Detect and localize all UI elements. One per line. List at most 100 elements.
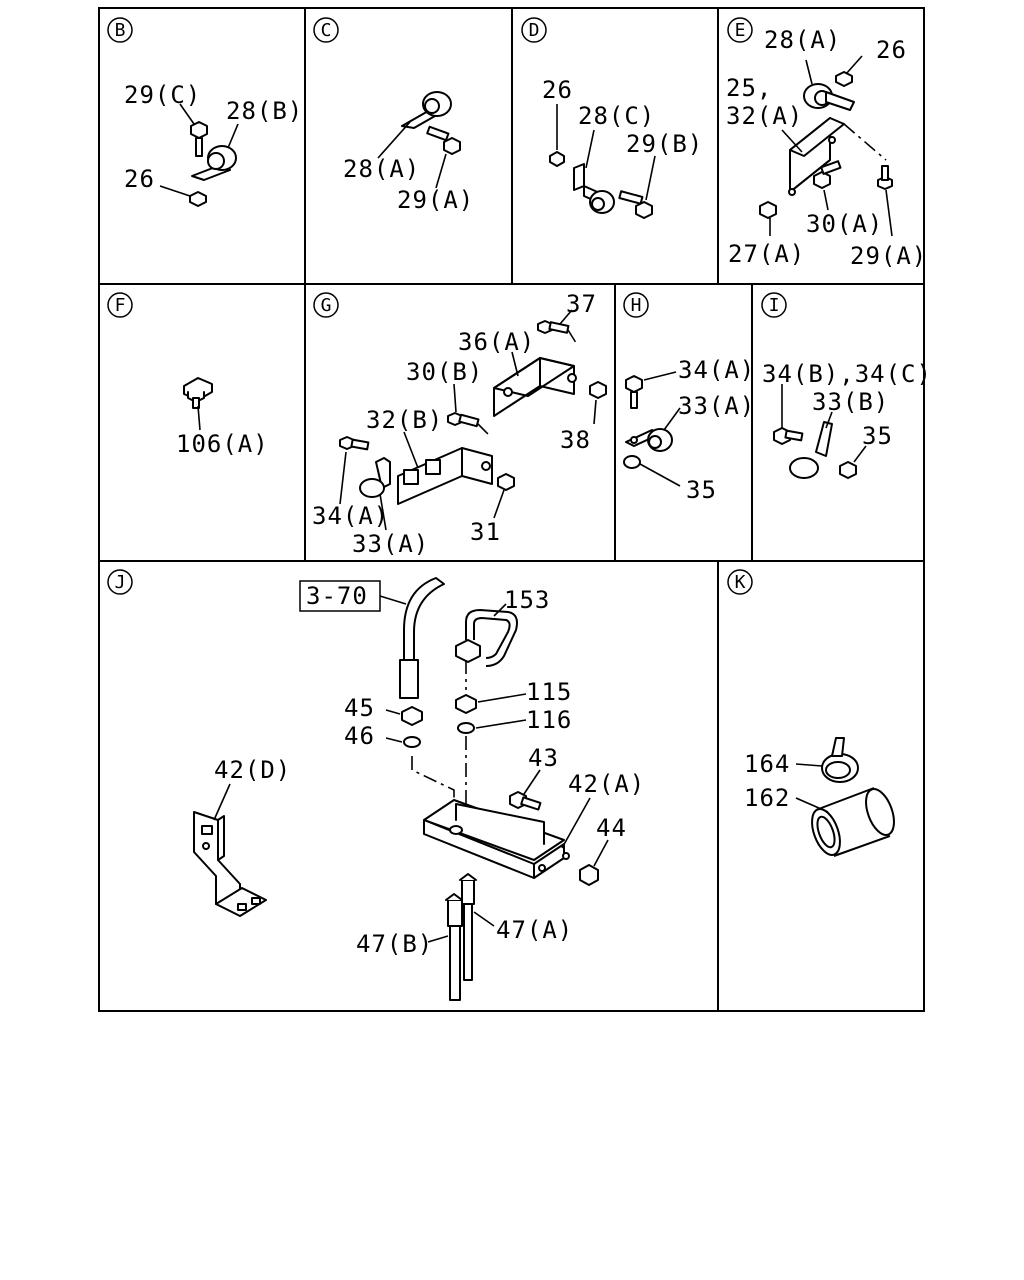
nut bbox=[579, 864, 599, 886]
panel-j: J 3-70 153 115 116 45 46 bbox=[107, 569, 645, 1001]
part-label: 35 bbox=[686, 476, 717, 504]
washer bbox=[403, 736, 421, 748]
nut bbox=[401, 706, 423, 726]
part-label: 47(B) bbox=[356, 930, 433, 958]
part-label: 26 bbox=[542, 76, 573, 104]
panel-k: K 164 162 bbox=[727, 569, 895, 857]
part-label: 42(A) bbox=[568, 770, 645, 798]
part-label: 28(A) bbox=[343, 155, 420, 183]
part-label: 29(B) bbox=[626, 130, 703, 158]
bolt bbox=[813, 160, 842, 189]
nut bbox=[497, 473, 515, 491]
nut bbox=[839, 461, 857, 479]
panel-letter: K bbox=[735, 572, 746, 593]
part-label: 29(C) bbox=[124, 81, 201, 109]
clamp bbox=[803, 83, 855, 111]
part-label: 33(A) bbox=[352, 530, 429, 558]
bolt bbox=[190, 121, 208, 157]
pipe bbox=[399, 577, 445, 699]
bracket bbox=[493, 357, 577, 417]
bolt bbox=[537, 320, 570, 334]
panel-letter: F bbox=[115, 295, 126, 316]
part-label: 28(A) bbox=[764, 26, 841, 54]
part-label: 34(A) bbox=[312, 502, 389, 530]
part-label: 34(A) bbox=[678, 356, 755, 384]
part-label: 26 bbox=[124, 165, 155, 193]
part-label: 33(B) bbox=[812, 388, 889, 416]
hose bbox=[811, 787, 895, 857]
part-label: 43 bbox=[528, 744, 559, 772]
bolt bbox=[509, 791, 542, 811]
washer bbox=[457, 722, 475, 734]
part-label: 25, bbox=[726, 74, 772, 102]
part-label: 46 bbox=[344, 722, 375, 750]
reference-label: 3-70 bbox=[306, 582, 368, 610]
panel-d: D 26 28(C) 29(B) bbox=[521, 17, 703, 219]
clamp bbox=[359, 457, 391, 498]
panel-letter: E bbox=[735, 20, 746, 41]
panel-c: C 28(A) 29(A) bbox=[313, 17, 474, 214]
clamp bbox=[573, 163, 615, 214]
grid-frame bbox=[98, 7, 925, 1012]
panel-i: I 34(B),34(C) 33(B) 35 bbox=[761, 292, 932, 479]
hose-clamp bbox=[821, 737, 859, 783]
bolt bbox=[447, 412, 480, 428]
panel-letter: C bbox=[321, 20, 332, 41]
nut bbox=[549, 151, 565, 167]
part-label: 29(A) bbox=[397, 186, 474, 214]
bolt bbox=[877, 165, 893, 190]
part-label: 30(A) bbox=[806, 210, 883, 238]
part-label: 42(D) bbox=[214, 756, 291, 784]
nut bbox=[835, 71, 853, 87]
part-label: 164 bbox=[744, 750, 790, 778]
fitting bbox=[183, 377, 213, 409]
part-label: 28(B) bbox=[226, 97, 303, 125]
panel-b: B 29(C) 28(B) 26 bbox=[107, 17, 303, 207]
nut bbox=[759, 201, 777, 219]
clamp bbox=[625, 428, 673, 452]
part-label: 38 bbox=[560, 426, 591, 454]
part-label: 30(B) bbox=[406, 358, 483, 386]
bracket bbox=[788, 117, 845, 196]
panel-letter: I bbox=[769, 295, 780, 316]
part-label: 35 bbox=[862, 422, 893, 450]
part-label: 44 bbox=[596, 814, 627, 842]
part-label: 34(B),34(C) bbox=[762, 360, 932, 388]
clamp bbox=[401, 91, 452, 129]
bolt bbox=[618, 190, 653, 219]
panel-letter: D bbox=[529, 20, 540, 41]
bracket bbox=[193, 811, 267, 917]
part-label: 31 bbox=[470, 518, 501, 546]
nut bbox=[589, 381, 607, 399]
panel-f: F 106(A) bbox=[107, 292, 269, 458]
line-fitting bbox=[445, 873, 477, 1001]
panel-h: H 34(A) 33(A) 35 bbox=[623, 292, 755, 504]
bolt bbox=[625, 375, 643, 409]
part-label: 115 bbox=[526, 678, 572, 706]
part-label: 162 bbox=[744, 784, 790, 812]
part-label: 29(A) bbox=[850, 242, 927, 270]
part-label: 26 bbox=[876, 36, 907, 64]
bolt bbox=[773, 427, 804, 445]
panel-letter: G bbox=[321, 295, 332, 316]
panel-letter: H bbox=[631, 295, 642, 316]
clamp bbox=[191, 145, 237, 181]
bolt bbox=[339, 436, 370, 451]
bracket bbox=[423, 799, 570, 879]
part-label: 37 bbox=[566, 290, 597, 318]
part-label: 33(A) bbox=[678, 392, 755, 420]
part-label: 32(B) bbox=[366, 406, 443, 434]
panel-g: G bbox=[312, 290, 607, 558]
bolt bbox=[426, 125, 461, 155]
bracket bbox=[397, 447, 493, 505]
panel-letter: B bbox=[115, 20, 126, 41]
part-label: 27(A) bbox=[728, 240, 805, 268]
part-label: 45 bbox=[344, 694, 375, 722]
panel-letter: J bbox=[115, 572, 126, 593]
part-label: 47(A) bbox=[496, 916, 573, 944]
part-label: 106(A) bbox=[176, 430, 269, 458]
washer bbox=[623, 455, 641, 469]
nut bbox=[455, 694, 477, 714]
part-label: 116 bbox=[526, 706, 572, 734]
